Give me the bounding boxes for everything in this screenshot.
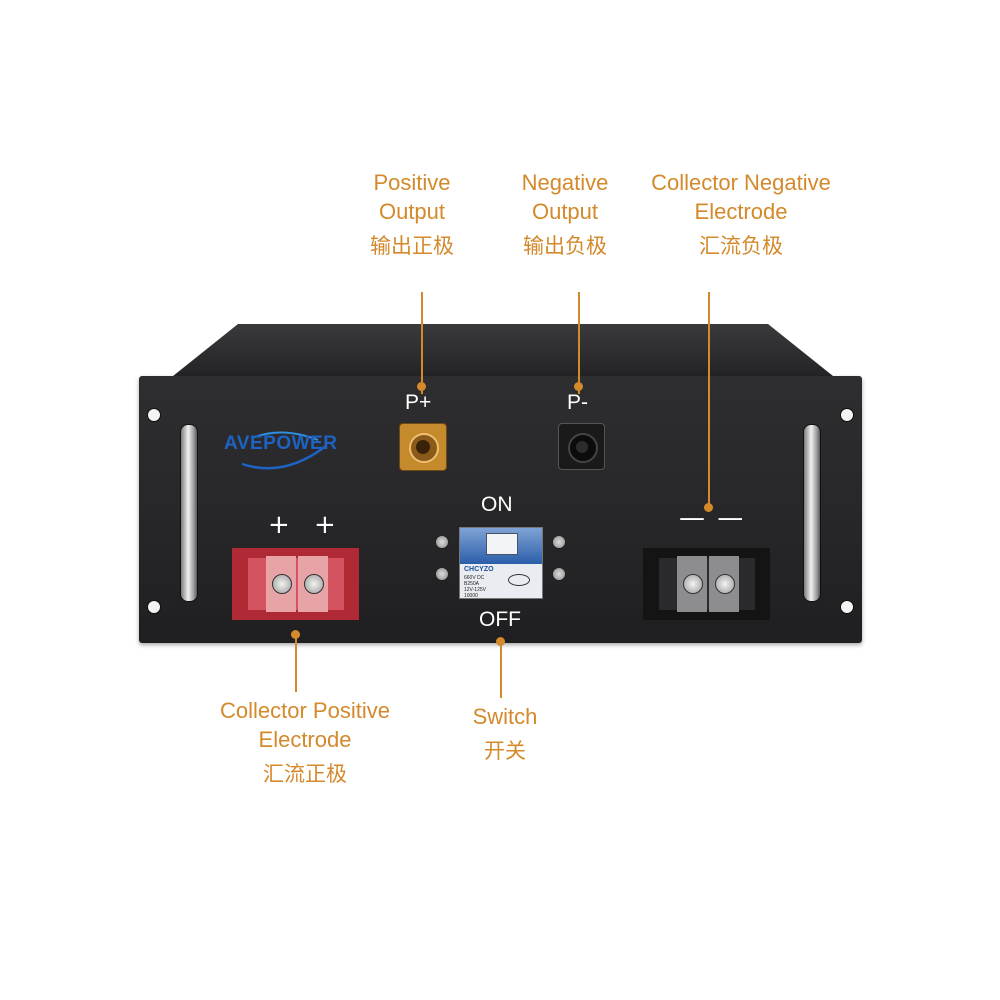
bolt-icon[interactable] (304, 574, 324, 594)
callout-switch-cn: 开关 (484, 739, 526, 763)
callout-collector-negative-cn: 汇流负极 (699, 234, 783, 258)
callout-positive-output-cn: 输出正极 (370, 234, 454, 258)
negative-bolt-pad (677, 556, 707, 612)
breaker-screw-bl (435, 567, 449, 581)
breaker-brand: CHCYZO (464, 566, 494, 573)
mount-hole-bottom-left (147, 600, 161, 614)
bolt-icon[interactable] (272, 574, 292, 594)
leader-negative-output (578, 292, 580, 394)
callout-collector-positive-cn: 汇流正极 (263, 762, 347, 786)
callout-positive-output-en1: Positive (373, 170, 451, 195)
callout-negative-output-cn: 输出负极 (523, 234, 607, 258)
breaker-screw-tl (435, 535, 449, 549)
mount-hole-top-left (147, 408, 161, 422)
switch-off-label: OFF (479, 608, 521, 631)
callout-collector-negative-en1: Collector Negative (651, 170, 831, 195)
collector-positive-marks: + + (268, 510, 344, 540)
collector-negative-terminal[interactable] (643, 548, 770, 620)
callout-negative-output: Negative Output 输出负极 (505, 168, 625, 261)
collector-positive-terminal[interactable] (232, 548, 359, 620)
mount-hole-top-right (840, 408, 854, 422)
breaker-screw-tr (552, 535, 566, 549)
callout-switch: Switch 开关 (450, 702, 560, 766)
ccc-cert-icon (508, 574, 530, 586)
negative-output-pin (576, 441, 588, 453)
leader-positive-output (421, 292, 423, 394)
negative-busbar (659, 558, 755, 610)
positive-bolt-pad (266, 556, 296, 612)
callout-collector-positive-en2: Electrode (258, 727, 352, 752)
breaker-toggle[interactable] (486, 533, 518, 555)
positive-output-pin (416, 440, 430, 454)
right-handle[interactable] (803, 424, 821, 602)
p-plus-label: P+ (405, 391, 432, 414)
mount-hole-bottom-right (840, 600, 854, 614)
circuit-breaker-switch[interactable]: CHCYZO 660V DC B250A 12V-125V 10000 (459, 527, 543, 599)
leader-dot-collector-positive (291, 630, 300, 639)
negative-bolt-pad (709, 556, 739, 612)
left-handle[interactable] (180, 424, 198, 602)
negative-output-ring (568, 433, 598, 463)
avepower-logo-icon (241, 431, 327, 470)
brand-logo-text: AVEPOWER (224, 433, 338, 454)
leader-dot-collector-negative (704, 503, 713, 512)
leader-collector-negative (708, 292, 710, 506)
callout-collector-positive: Collector Positive Electrode 汇流正极 (194, 696, 416, 789)
leader-collector-positive (295, 634, 297, 692)
leader-dot-positive-output (417, 382, 426, 391)
breaker-spec-line: 10000 (464, 593, 478, 599)
negative-output-connector[interactable] (558, 423, 605, 470)
leader-switch (500, 640, 502, 698)
positive-output-connector[interactable] (399, 423, 447, 471)
positive-bolt-pad (298, 556, 328, 612)
breaker-spec-line: 660V DC (464, 575, 485, 581)
breaker-spec-line: B250A (464, 581, 480, 587)
leader-dot-negative-output (574, 382, 583, 391)
callout-collector-negative-en2: Electrode (694, 199, 788, 224)
p-minus-label: P- (567, 391, 588, 414)
callout-collector-positive-en1: Collector Positive (220, 698, 390, 723)
callout-negative-output-en2: Output (531, 199, 599, 224)
callout-switch-en1: Switch (472, 704, 538, 729)
breaker-screw-br (552, 567, 566, 581)
callout-positive-output: Positive Output 输出正极 (352, 168, 472, 261)
callout-collector-negative: Collector Negative Electrode 汇流负极 (630, 168, 852, 261)
breaker-spec: 660V DC B250A 12V-125V 10000 (464, 575, 486, 599)
bolt-icon[interactable] (683, 574, 703, 594)
chassis-top (168, 324, 838, 380)
leader-dot-switch (496, 637, 505, 646)
bolt-icon[interactable] (715, 574, 735, 594)
positive-busbar (248, 558, 344, 610)
callout-positive-output-en2: Output (378, 199, 446, 224)
callout-negative-output-en1: Negative (521, 170, 609, 195)
switch-on-label: ON (481, 493, 513, 516)
breaker-spec-line: 12V-125V (464, 587, 486, 593)
